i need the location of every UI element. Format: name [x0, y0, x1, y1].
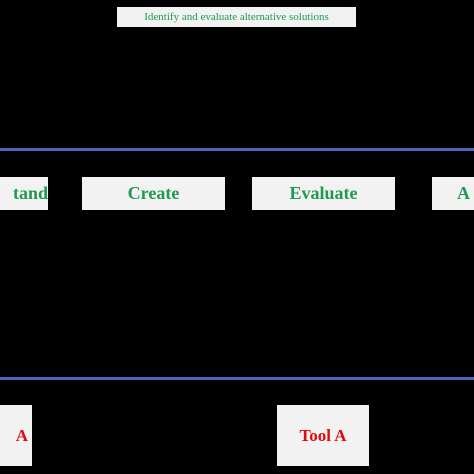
- stage-create: Create: [82, 177, 225, 210]
- tool-middle-label: Tool A: [299, 425, 347, 445]
- stage-evaluate-label: Evaluate: [289, 183, 358, 203]
- tool-box-middle: Tool A: [277, 405, 369, 466]
- stage-analyze-label: A: [457, 183, 470, 203]
- bottom-divider-line: [0, 377, 474, 380]
- top-divider-line: [0, 148, 474, 151]
- stage-understand-label: tand: [12, 183, 48, 203]
- stage-create-label: Create: [127, 183, 180, 203]
- stage-analyze: A: [432, 177, 474, 210]
- stage-understand: tand: [0, 177, 48, 210]
- tool-left-label: A: [15, 425, 28, 445]
- tool-box-left: A: [0, 405, 32, 466]
- stage-evaluate: Evaluate: [252, 177, 395, 210]
- top-label: Identify and evaluate alternative soluti…: [117, 7, 356, 27]
